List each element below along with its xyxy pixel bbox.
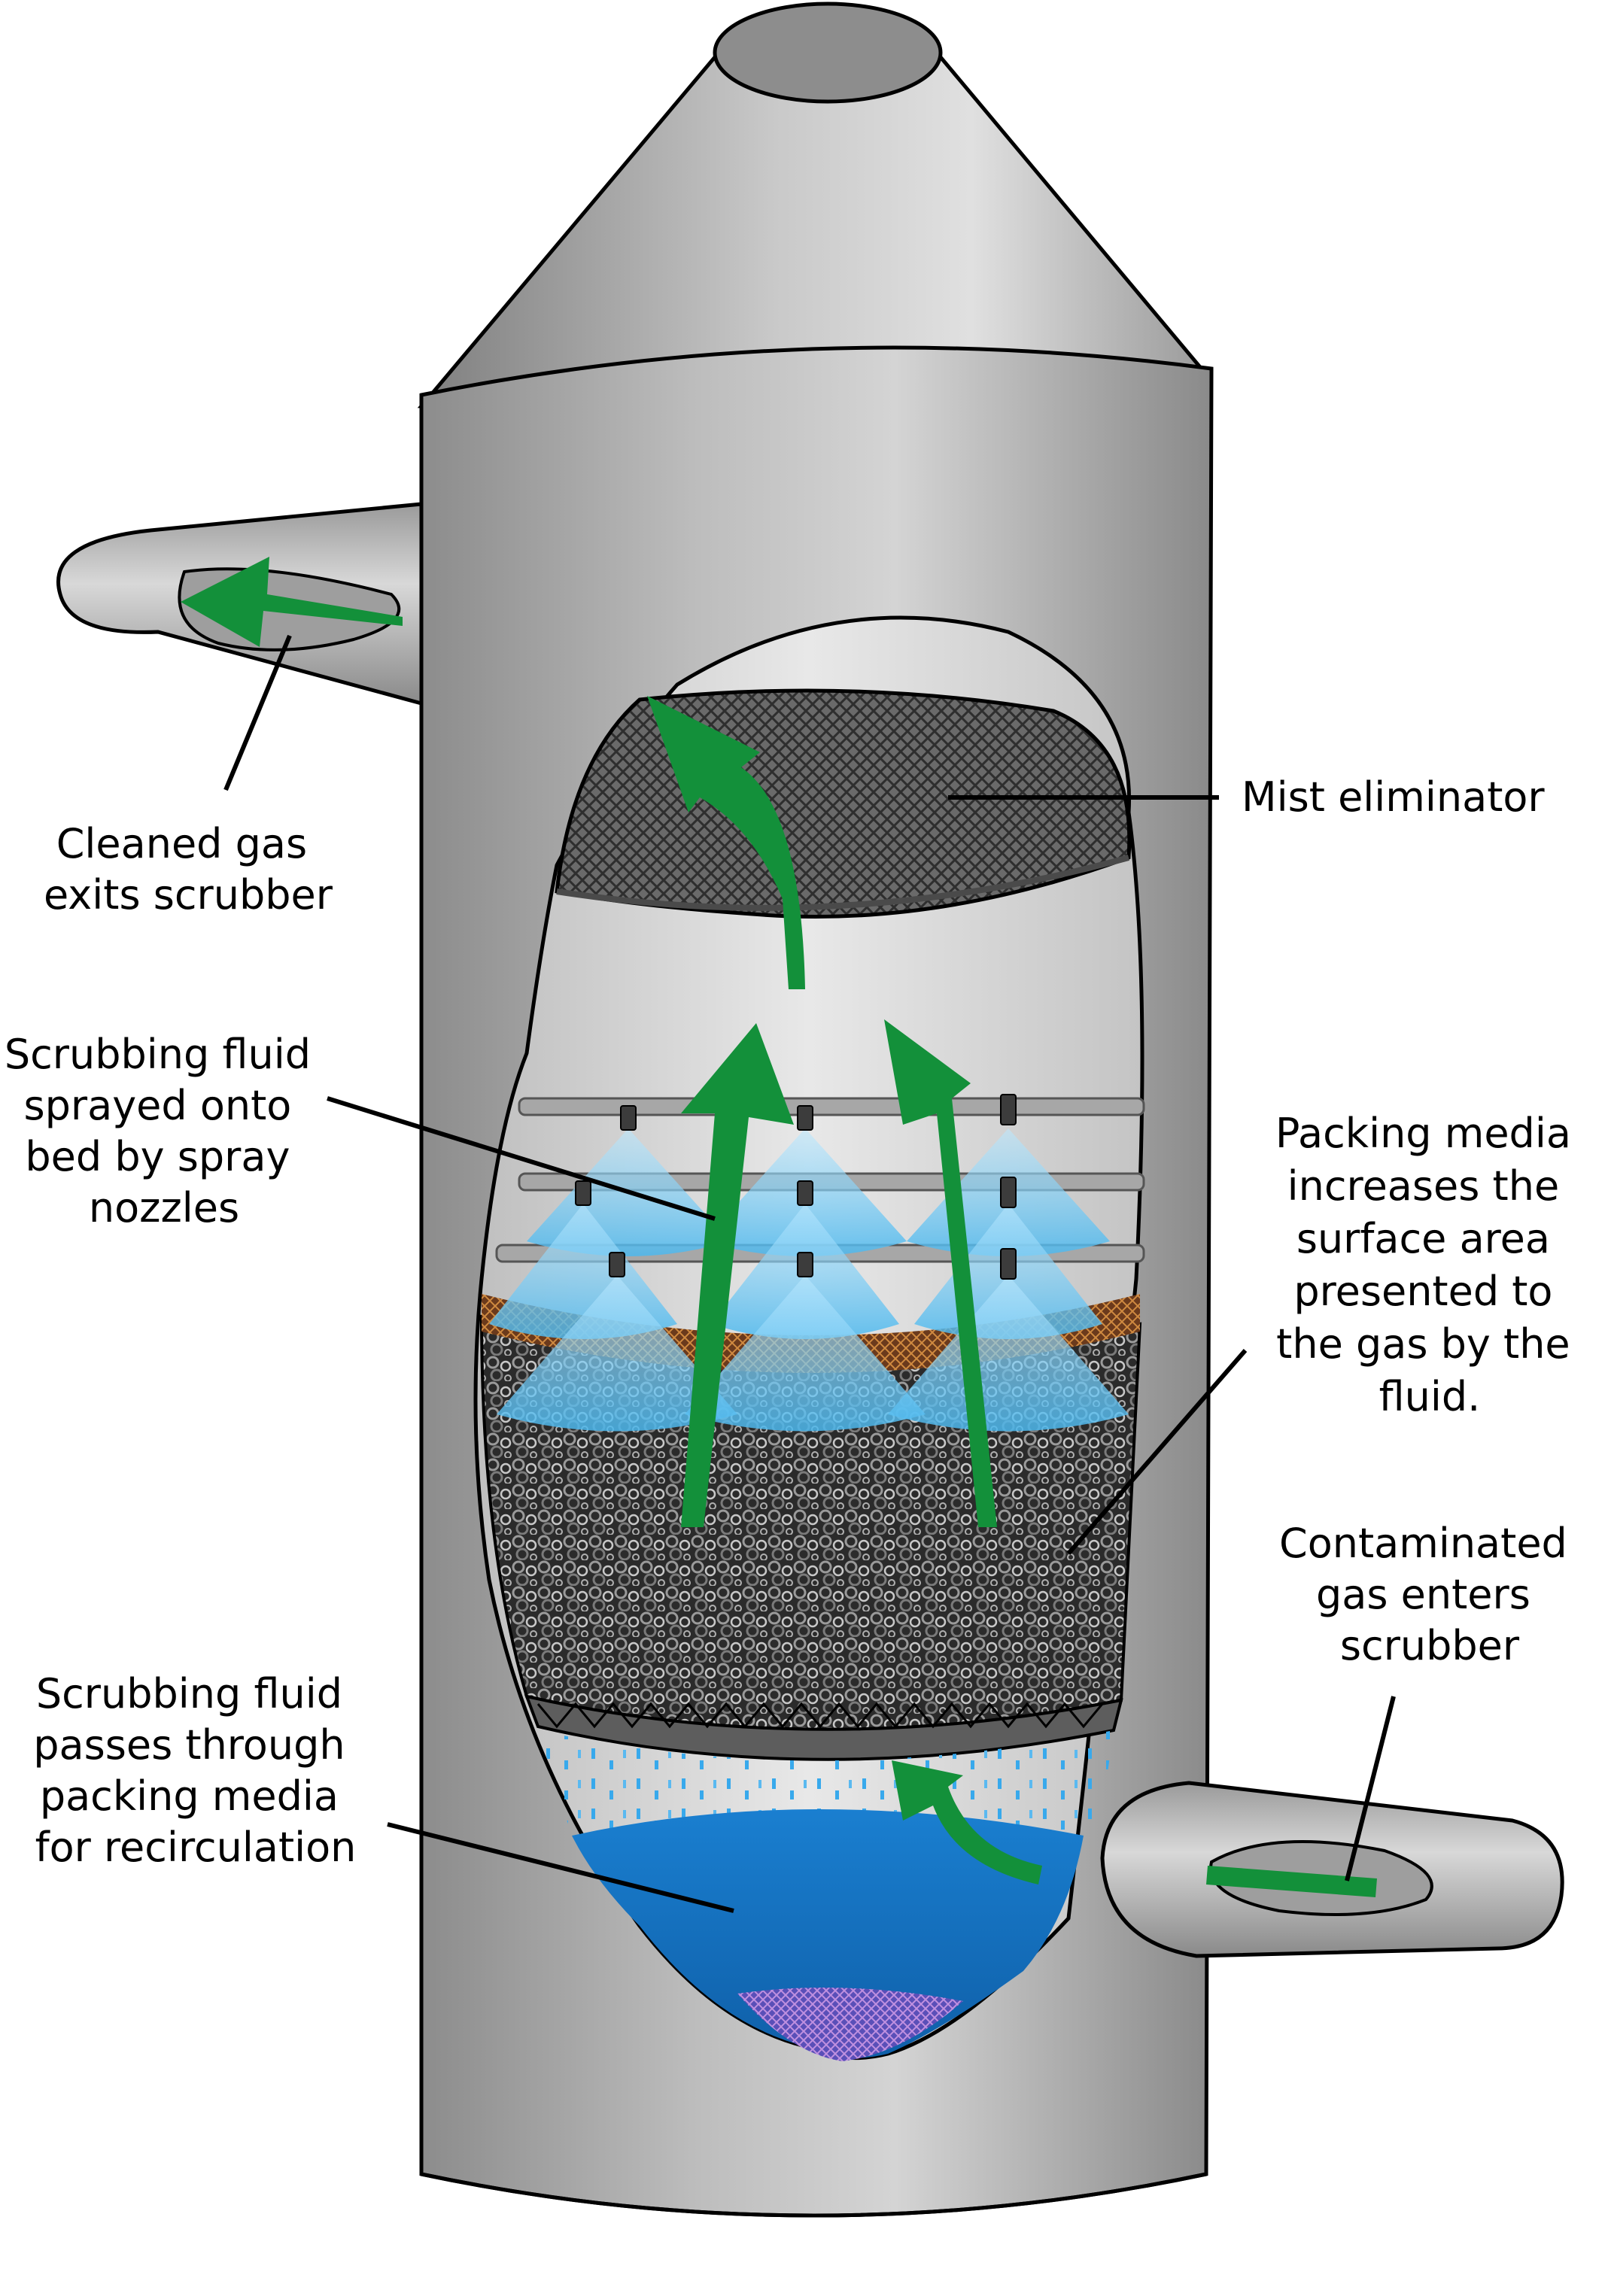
up-arrow-icon (681, 1023, 794, 1527)
vessel-top-opening (713, 2, 943, 104)
label-spray-nozzles: Scrubbing fluid sprayed onto bed by spra… (5, 1031, 324, 1232)
label-mist-eliminator: Mist eliminator (1242, 773, 1545, 821)
outlet-arrow-icon (181, 557, 403, 647)
inlet-arrow-icon (1206, 1866, 1377, 1897)
spray-nozzle-icon (575, 1094, 1017, 1280)
support-grid-zigzag (537, 1702, 1104, 1729)
leader-lines (223, 634, 1396, 1913)
mist-eliminator (555, 688, 1132, 919)
up-arrow-icon (892, 1760, 1042, 1884)
vessel-bottom-rim (421, 2172, 1207, 2218)
label-recirculation: Scrubbing fluid passes through packing m… (33, 1670, 358, 1871)
sump-mesh (737, 1988, 963, 2061)
label-packing-media: Packing media increases the surface area… (1275, 1110, 1584, 1420)
up-arrow-icon (884, 1019, 997, 1527)
packing-support-grid (524, 1694, 1123, 1761)
mist-eliminator-rim (556, 855, 1130, 911)
scrubbing-fluid-pool (572, 1809, 1084, 2058)
label-contaminated-gas: Contaminated gas enters scrubber (1279, 1520, 1580, 1669)
up-arrow-icon (647, 696, 805, 989)
label-cleaned-gas: Cleaned gas exits scrubber (44, 820, 333, 919)
gas-flow-arrows (647, 696, 1042, 1884)
